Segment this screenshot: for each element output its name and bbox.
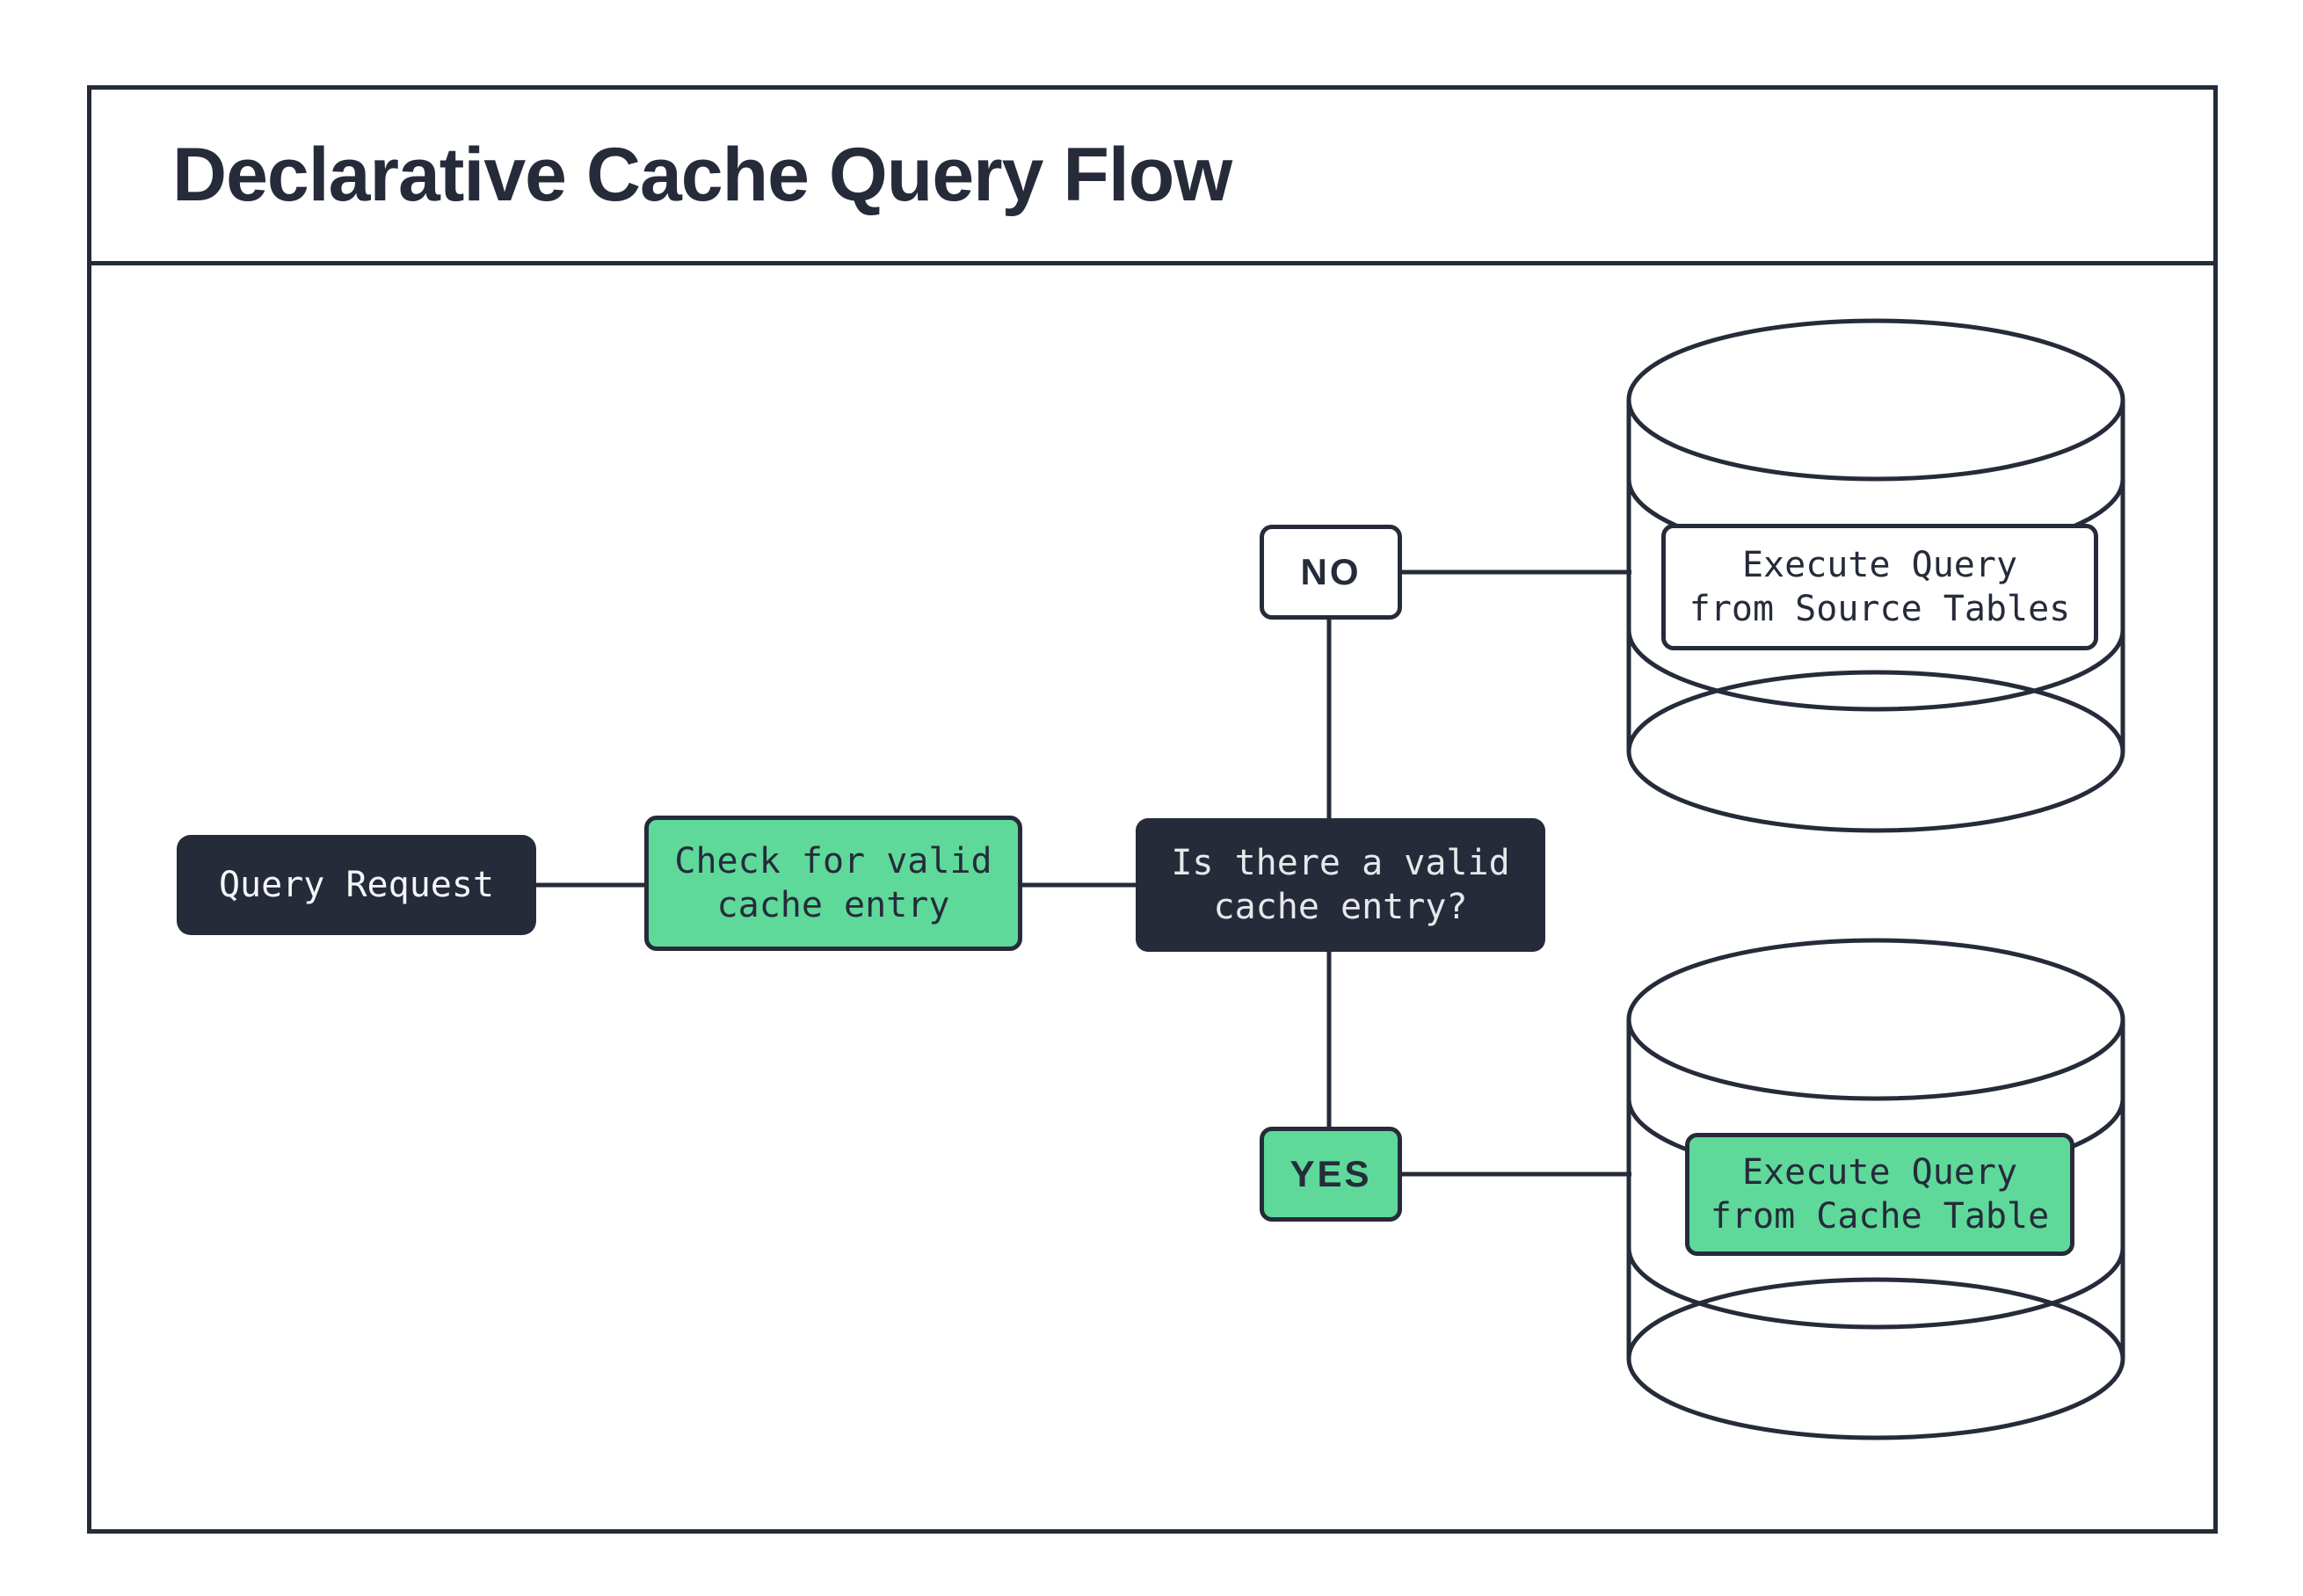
node-query-request: Query Request [177, 835, 536, 935]
node-execute-source: Execute Query from Source Tables [1661, 524, 2098, 650]
node-query-request-label: Query Request [218, 865, 495, 905]
node-execute-cache: Execute Query from Cache Table [1685, 1133, 2074, 1256]
node-no-branch-label: NO [1300, 551, 1362, 592]
diagram-title: Declarative Cache Query Flow [172, 133, 1232, 217]
node-decision: Is there a valid cache entry? [1136, 818, 1545, 952]
title-bar: Declarative Cache Query Flow [91, 90, 2213, 265]
node-no-branch: NO [1260, 525, 1402, 620]
diagram-frame: Declarative Cache Query Flow [87, 85, 2218, 1534]
node-check-cache-label: Check for valid cache entry [674, 841, 992, 925]
node-yes-branch-label: YES [1290, 1153, 1372, 1194]
node-decision-label: Is there a valid cache entry? [1171, 843, 1510, 927]
node-execute-source-label: Execute Query from Source Tables [1689, 545, 2071, 629]
source-db-cylinder-icon [1626, 318, 2125, 833]
node-check-cache: Check for valid cache entry [644, 816, 1022, 951]
node-execute-cache-label: Execute Query from Cache Table [1710, 1152, 2050, 1237]
node-yes-branch: YES [1260, 1127, 1402, 1222]
